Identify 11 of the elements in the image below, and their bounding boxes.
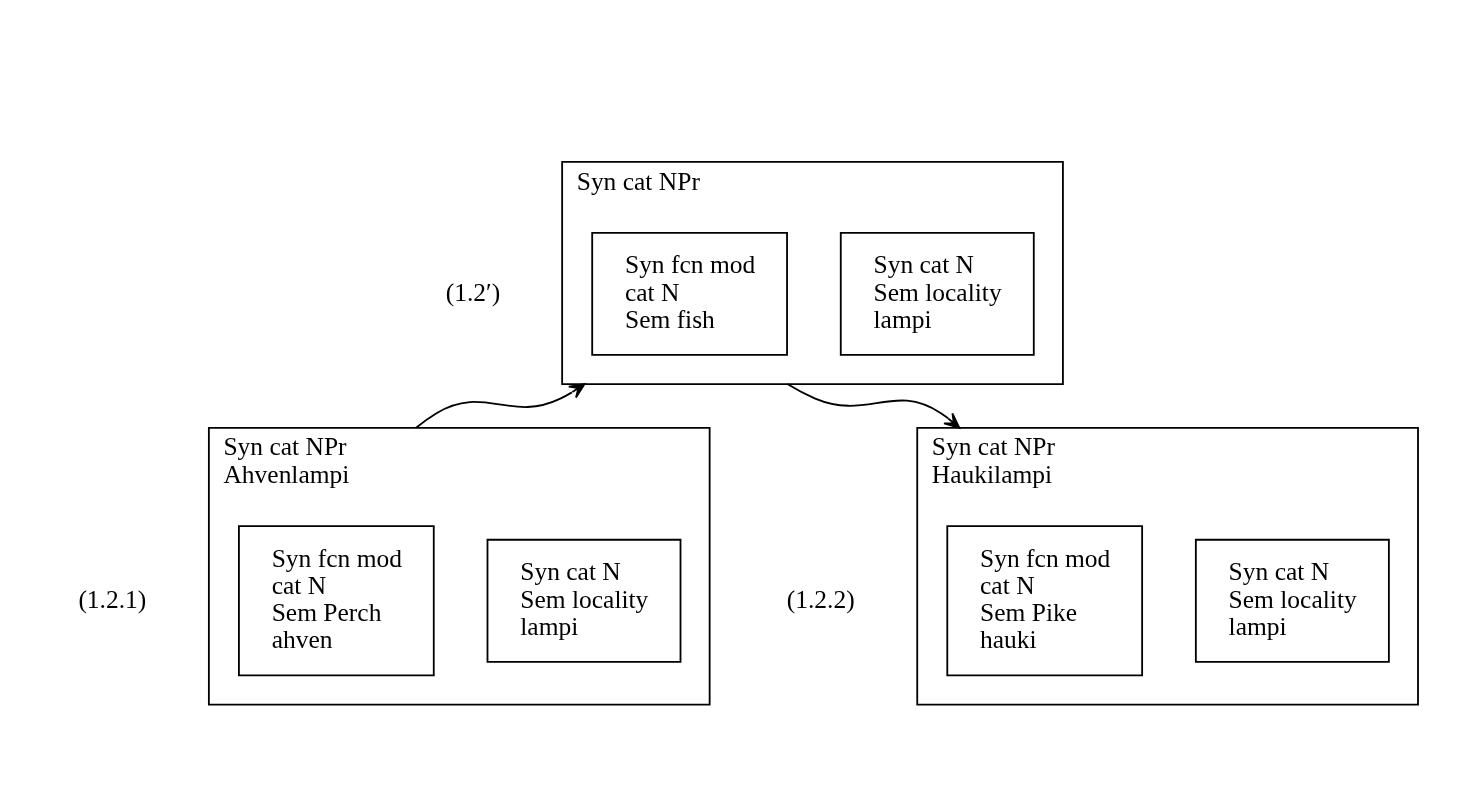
node-box: Syn fcn mod cat N Sem fish	[591, 231, 788, 356]
node-box: Syn fcn mod cat N Sem Pike hauki	[946, 524, 1144, 676]
node-label: (1.2′)	[445, 277, 501, 307]
node-label: (1.2.2)	[786, 584, 855, 614]
arrow	[786, 382, 961, 429]
node-box: Syn cat N Sem locality lampi	[839, 231, 1035, 356]
node-box: Syn cat N Sem locality lampi	[486, 538, 682, 663]
node-box: Syn fcn mod cat N Sem Perch ahven	[238, 524, 435, 676]
arrow	[415, 382, 586, 429]
node-label: (1.2.1)	[78, 584, 147, 614]
node-box: Syn cat N Sem locality lampi	[1194, 538, 1390, 663]
